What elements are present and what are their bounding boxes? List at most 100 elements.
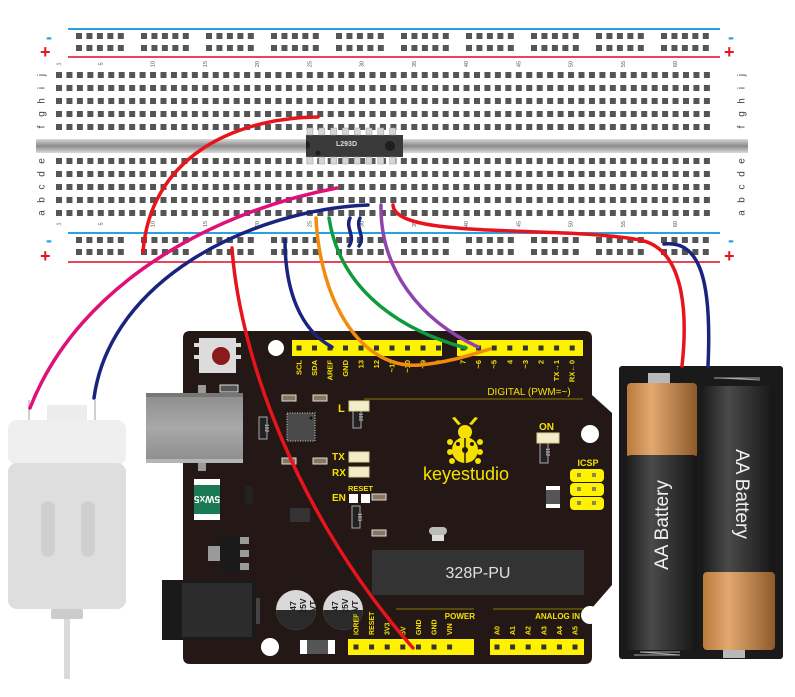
breadboard-hole[interactable]: [557, 184, 564, 190]
breadboard-hole[interactable]: [630, 72, 637, 78]
breadboard-hole[interactable]: [672, 171, 679, 177]
breadboard-hole[interactable]: [306, 111, 313, 117]
breadboard-hole[interactable]: [244, 98, 251, 104]
rail-hole[interactable]: [432, 237, 439, 243]
breadboard-hole[interactable]: [150, 197, 157, 203]
breadboard-hole[interactable]: [662, 171, 669, 177]
rail-hole[interactable]: [302, 45, 309, 51]
rail-hole[interactable]: [86, 237, 93, 243]
breadboard-hole[interactable]: [369, 111, 376, 117]
breadboard-hole[interactable]: [630, 98, 637, 104]
rail-hole[interactable]: [377, 237, 384, 243]
breadboard-hole[interactable]: [453, 72, 460, 78]
rail-hole[interactable]: [531, 33, 537, 39]
rail-hole[interactable]: [356, 45, 363, 51]
rail-hole[interactable]: [401, 45, 407, 51]
breadboard-hole[interactable]: [369, 124, 376, 130]
rail-hole[interactable]: [421, 33, 428, 39]
breadboard-hole[interactable]: [76, 184, 83, 190]
breadboard-hole[interactable]: [108, 184, 115, 190]
breadboard-hole[interactable]: [285, 171, 292, 177]
rail-hole[interactable]: [291, 45, 298, 51]
rail-hole[interactable]: [117, 33, 124, 39]
breadboard-hole[interactable]: [547, 158, 554, 164]
breadboard-hole[interactable]: [494, 72, 501, 78]
breadboard-hole[interactable]: [588, 158, 595, 164]
breadboard-hole[interactable]: [578, 171, 585, 177]
breadboard-hole[interactable]: [118, 184, 125, 190]
rail-hole[interactable]: [346, 249, 353, 255]
rail-hole[interactable]: [377, 33, 384, 39]
rail-hole[interactable]: [237, 33, 244, 39]
breadboard-hole[interactable]: [97, 98, 104, 104]
breadboard-hole[interactable]: [233, 111, 240, 117]
breadboard-hole[interactable]: [442, 158, 449, 164]
breadboard-hole[interactable]: [474, 72, 480, 78]
breadboard-hole[interactable]: [578, 197, 585, 203]
breadboard-hole[interactable]: [87, 210, 94, 216]
breadboard-hole[interactable]: [484, 210, 491, 216]
rail-hole[interactable]: [507, 45, 514, 51]
breadboard-hole[interactable]: [296, 124, 303, 130]
rail-hole[interactable]: [486, 33, 493, 39]
breadboard-hole[interactable]: [505, 98, 512, 104]
breadboard-hole[interactable]: [285, 98, 292, 104]
breadboard-hole[interactable]: [526, 184, 533, 190]
rail-hole[interactable]: [172, 237, 179, 243]
breadboard-hole[interactable]: [327, 197, 334, 203]
breadboard-hole[interactable]: [275, 98, 282, 104]
breadboard-hole[interactable]: [536, 98, 543, 104]
breadboard-hole[interactable]: [526, 111, 533, 117]
rail-hole[interactable]: [692, 249, 699, 255]
breadboard-hole[interactable]: [359, 158, 366, 164]
wire-orange-pin5[interactable]: [314, 216, 492, 367]
breadboard-hole[interactable]: [620, 124, 627, 130]
breadboard-hole[interactable]: [641, 85, 648, 91]
rail-hole[interactable]: [692, 237, 699, 243]
header-pin[interactable]: [525, 644, 531, 650]
breadboard-hole[interactable]: [369, 197, 376, 203]
breadboard-hole[interactable]: [87, 184, 94, 190]
rail-hole[interactable]: [86, 45, 93, 51]
breadboard-hole[interactable]: [212, 111, 219, 117]
breadboard-hole[interactable]: [76, 158, 83, 164]
header-pin[interactable]: [296, 345, 302, 351]
rail-hole[interactable]: [401, 249, 407, 255]
rail-hole[interactable]: [616, 45, 623, 51]
rail-hole[interactable]: [107, 33, 114, 39]
breadboard-hole[interactable]: [453, 184, 460, 190]
breadboard-hole[interactable]: [265, 171, 271, 177]
rail-hole[interactable]: [237, 45, 244, 51]
breadboard-hole[interactable]: [703, 98, 710, 104]
breadboard-hole[interactable]: [150, 98, 157, 104]
breadboard-hole[interactable]: [129, 210, 136, 216]
header-pin[interactable]: [436, 345, 441, 351]
breadboard-hole[interactable]: [390, 72, 397, 78]
breadboard-hole[interactable]: [66, 184, 73, 190]
rail-hole[interactable]: [562, 45, 569, 51]
breadboard-hole[interactable]: [557, 210, 564, 216]
breadboard-hole[interactable]: [693, 85, 700, 91]
breadboard-hole[interactable]: [651, 197, 658, 203]
breadboard-hole[interactable]: [400, 85, 407, 91]
breadboard-hole[interactable]: [338, 171, 345, 177]
rail-hole[interactable]: [401, 33, 407, 39]
breadboard-hole[interactable]: [296, 85, 303, 91]
rail-hole[interactable]: [421, 249, 428, 255]
breadboard-hole[interactable]: [432, 111, 439, 117]
rail-hole[interactable]: [346, 45, 353, 51]
rail-hole[interactable]: [161, 33, 168, 39]
rail-hole[interactable]: [497, 249, 504, 255]
breadboard-hole[interactable]: [651, 171, 658, 177]
breadboard-hole[interactable]: [536, 210, 543, 216]
breadboard-hole[interactable]: [76, 111, 83, 117]
breadboard-hole[interactable]: [275, 124, 282, 130]
breadboard-hole[interactable]: [463, 85, 470, 91]
breadboard-hole[interactable]: [474, 111, 480, 117]
breadboard-hole[interactable]: [348, 184, 355, 190]
breadboard-hole[interactable]: [285, 111, 292, 117]
breadboard-hole[interactable]: [526, 210, 533, 216]
breadboard-hole[interactable]: [202, 85, 209, 91]
rail-hole[interactable]: [627, 249, 634, 255]
rail-hole[interactable]: [216, 249, 223, 255]
